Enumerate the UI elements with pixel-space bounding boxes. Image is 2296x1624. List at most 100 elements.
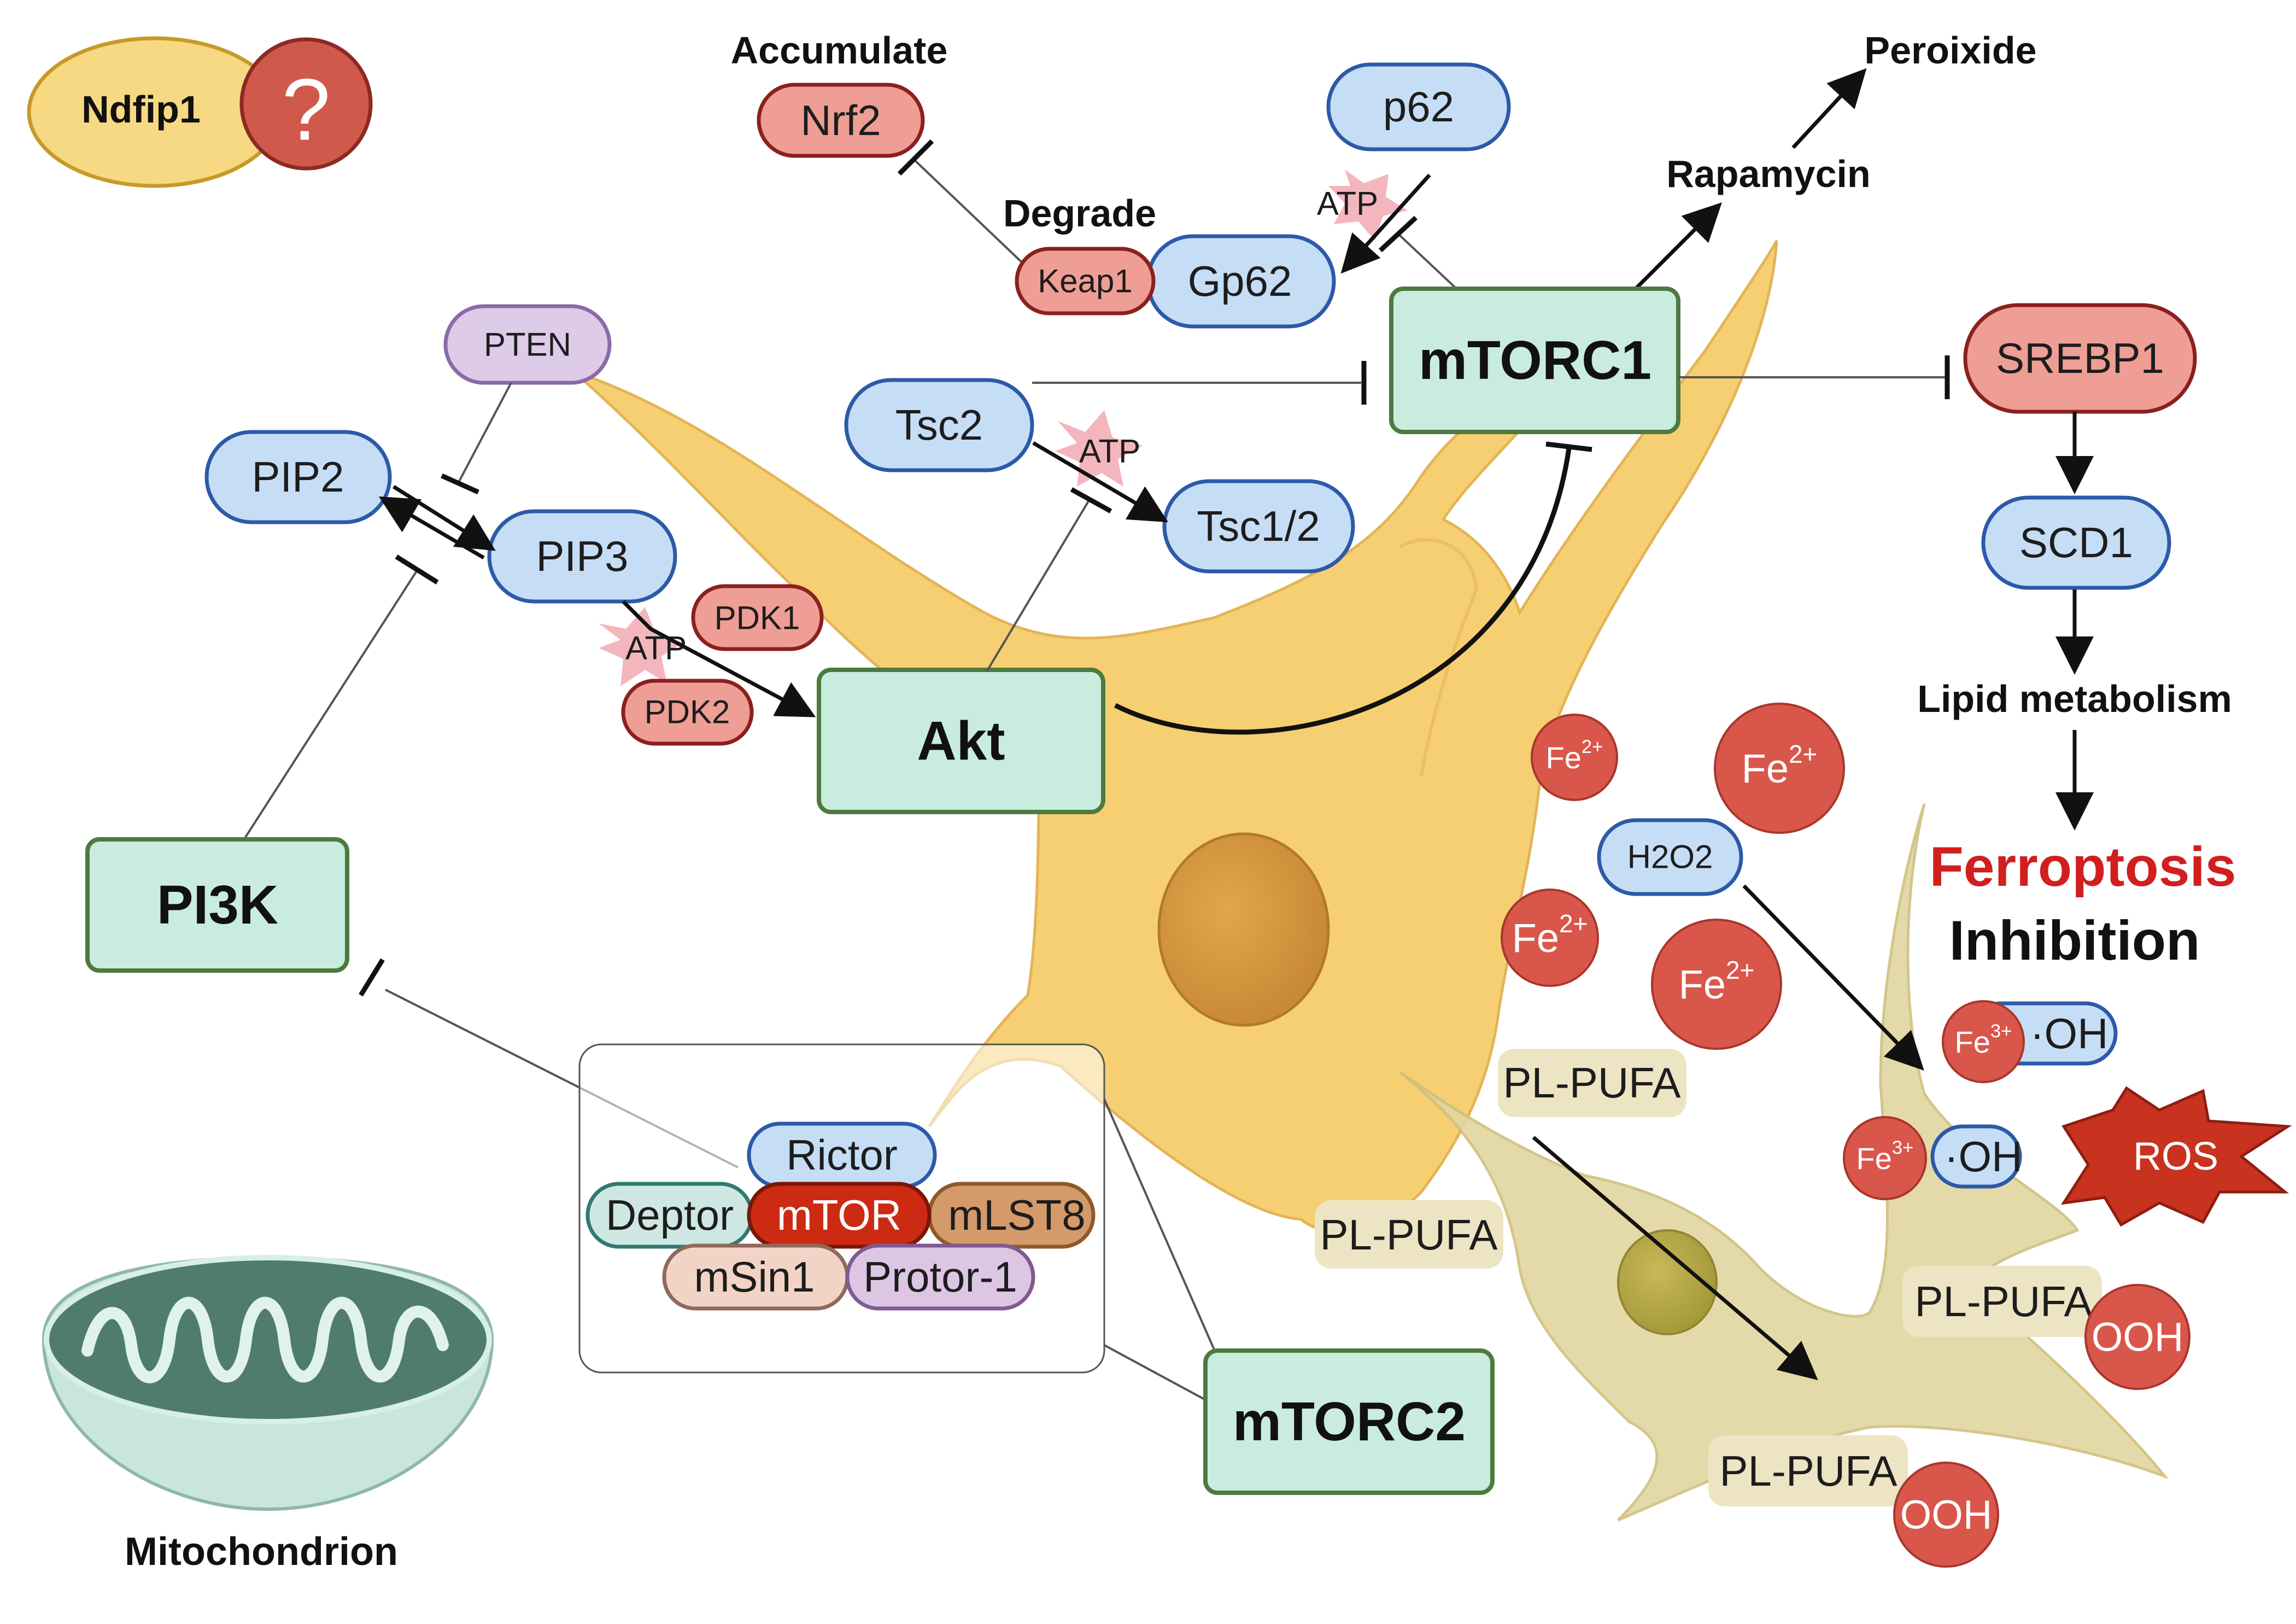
svg-text:Fe2+: Fe2+ — [1512, 909, 1588, 961]
atp-star-1 — [1328, 170, 1408, 241]
mtorc2-connector-bottom — [1104, 1344, 1206, 1401]
keap1-node — [1015, 247, 1156, 316]
question-mark-icon: ? — [282, 61, 331, 159]
protor1-node — [845, 1243, 1035, 1311]
p62-inhibition-bar — [1378, 215, 1418, 253]
pip2-label: PIP2 — [251, 453, 344, 501]
pdk2-node — [621, 679, 754, 746]
rictor-label: Rictor — [786, 1131, 898, 1179]
mtorc2-box — [1203, 1348, 1495, 1495]
mtorc1-box — [1389, 287, 1680, 434]
nrf2-inhibition-bar — [897, 139, 934, 176]
tsc12-label: Tsc1/2 — [1197, 502, 1320, 550]
pi3k-inhibition-bar — [359, 958, 385, 997]
nrf2-label: Nrf2 — [800, 96, 881, 144]
keap1-label: Keap1 — [1038, 263, 1133, 300]
mitochondrion-label: Mitochondrion — [125, 1530, 398, 1574]
tsc12-node — [1162, 479, 1355, 574]
fe3-ion: Fe3+ — [1843, 1116, 1927, 1200]
atp-star-2 — [599, 607, 683, 686]
pip3-to-akt-arrow — [622, 600, 816, 717]
msin1-label: mSin1 — [694, 1253, 815, 1301]
rapamycin-label: Rapamycin — [1666, 153, 1870, 195]
tsc2-node — [844, 378, 1034, 472]
pl-pufa-chip — [1315, 1200, 1503, 1269]
gp62-label: Gp62 — [1188, 257, 1292, 305]
pi3k-inhibition-bar — [395, 554, 439, 585]
tsc2-label: Tsc2 — [895, 401, 983, 449]
pten-inhibition-bar — [441, 473, 479, 495]
pi3k-label: PI3K — [157, 874, 278, 936]
pl-pufa-chip — [1498, 1049, 1686, 1117]
ooh-badge — [2084, 1284, 2190, 1390]
svg-text:Fe2+: Fe2+ — [1546, 737, 1603, 775]
neuron-cell-body — [573, 239, 1778, 1234]
ooh-label: OOH — [2092, 1315, 2184, 1360]
svg-text:Fe3+: Fe3+ — [1856, 1137, 1914, 1176]
peroixide-label: Peroixide — [1864, 29, 2036, 72]
pdk2-label: PDK2 — [645, 694, 730, 731]
mtor-label: mTOR — [777, 1191, 901, 1239]
neuron-nucleus — [1157, 832, 1330, 1027]
svg-text:Fe2+: Fe2+ — [1679, 956, 1755, 1007]
keap1-inhibits-nrf2-line — [912, 157, 1029, 269]
svg-text:Fe3+: Fe3+ — [1955, 1021, 2012, 1059]
second-cell-nucleus — [1617, 1229, 1718, 1335]
pufa-peroxidation-arrow — [1532, 1136, 1818, 1381]
pip3-node — [487, 509, 677, 604]
mtorc2-label: mTORC2 — [1233, 1391, 1466, 1452]
scd1-node — [1981, 495, 2171, 590]
ndfip1-label: Ndfip1 — [81, 88, 201, 131]
p62-to-gp62-arrow — [1340, 173, 1431, 274]
pdk1-label: PDK1 — [714, 600, 800, 636]
deptor-label: Deptor — [606, 1191, 734, 1239]
h2o2-node — [1597, 818, 1743, 896]
tsc2-to-tsc12-arrow — [1032, 441, 1169, 523]
scd1-label: SCD1 — [2019, 518, 2133, 566]
second-cell-body — [1398, 803, 2169, 1522]
mitochondrion-illustration — [42, 1255, 494, 1511]
neuron-cell-body-highlight — [1398, 538, 1478, 777]
pl-pufa-label: PL-PUFA — [1914, 1277, 2092, 1325]
p62-node — [1326, 62, 1511, 151]
oh-node — [1930, 1124, 2022, 1189]
pip2-node — [204, 430, 392, 524]
srebp1-label: SREBP1 — [1996, 334, 2164, 382]
ros-burst-icon — [2060, 1086, 2292, 1227]
rapamycin-to-peroixide-arrow — [1791, 68, 1867, 149]
fe2-ion: Fe2+ — [1714, 703, 1845, 834]
protor1-label: Protor-1 — [863, 1253, 1017, 1301]
mlst8-label: mLST8 — [948, 1191, 1085, 1239]
atp-label-1: ATP — [1317, 185, 1378, 222]
degrade-label: Degrade — [1003, 192, 1156, 235]
h2o2-label: H2O2 — [1627, 839, 1713, 875]
pip3-label: PIP3 — [536, 532, 628, 580]
pl-pufa-chip — [1708, 1435, 1908, 1506]
mtorc1-label: mTORC1 — [1419, 330, 1651, 391]
pl-pufa-label: PL-PUFA — [1503, 1059, 1680, 1107]
atp-label-2: ATP — [625, 630, 687, 667]
akt-box — [817, 668, 1105, 814]
pten-label: PTEN — [484, 326, 571, 363]
pip3-to-pip2-arrow — [378, 496, 485, 560]
lipid-metabolism-label: Lipid metabolism — [1917, 677, 2232, 720]
ros-label: ROS — [2133, 1135, 2218, 1178]
mtorc1-to-rapamycin-arrow — [1633, 202, 1722, 291]
pl-pufa-label: PL-PUFA — [1320, 1211, 1497, 1259]
h2o2-to-oh-arrow — [1742, 884, 1924, 1071]
pl-pufa-chip — [1902, 1266, 2102, 1337]
akt-inhibits-tsc-line — [986, 496, 1092, 673]
pten-inhibition-line — [458, 382, 512, 482]
p62-label: p62 — [1383, 83, 1454, 131]
mtor-node — [747, 1182, 932, 1249]
question-badge — [239, 37, 373, 171]
pten-node — [443, 304, 612, 385]
ferroptosis-label: Ferroptosis — [1929, 836, 2236, 898]
mtorc1-inhibition-bar-akt — [1545, 441, 1592, 452]
pi3k-line-to-pip — [239, 568, 419, 846]
pi3k-box — [85, 837, 349, 973]
svg-text:Fe2+: Fe2+ — [1742, 740, 1818, 791]
pip2-to-pip3-arrow — [393, 485, 496, 551]
srebp1-node — [1963, 303, 2197, 414]
